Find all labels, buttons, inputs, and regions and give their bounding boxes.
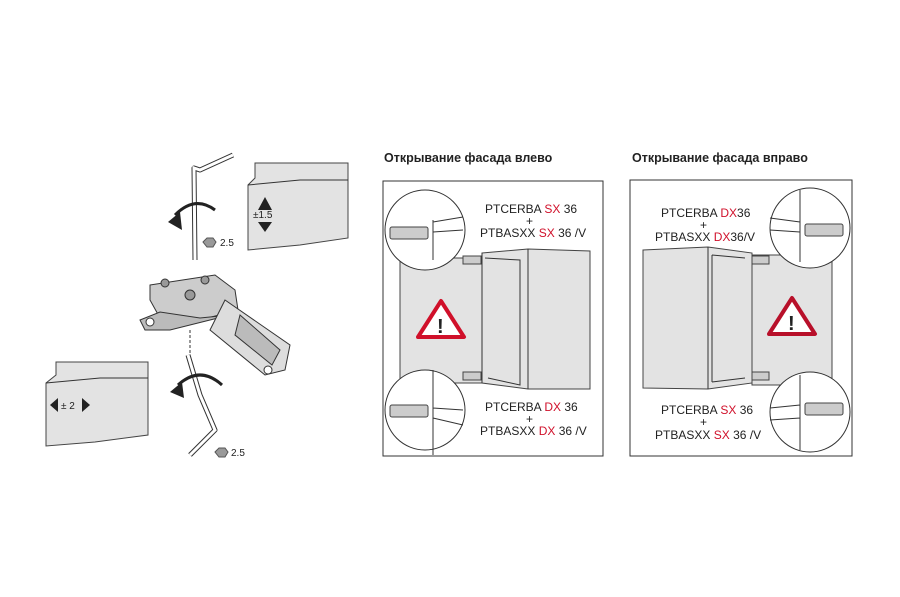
- door-vertical-adjust: ±1.5: [247, 162, 349, 251]
- svg-text:!: !: [437, 316, 444, 338]
- base-code-top: PTBASXX DX36/V: [655, 230, 755, 244]
- arrow-right-icon: [82, 398, 90, 412]
- hinge-illustration: [139, 274, 291, 376]
- rotate-arrow-icon: [176, 373, 224, 387]
- model-code-bottom: PTCERBA SX 36: [661, 403, 753, 417]
- panel-title: Открывание фасада влево: [384, 151, 553, 165]
- plus-sign: +: [526, 214, 533, 228]
- door-horizontal-adjust: ± 2: [45, 361, 149, 447]
- rotate-arrow-icon: [173, 202, 216, 217]
- left-opening-panel: Открывание фасада влево ! PTCERBA SX 36 …: [382, 151, 604, 457]
- hex-size-top: 2.5: [220, 238, 234, 249]
- warning-icon: !: [767, 296, 817, 336]
- base-code-bottom: PTBASXX DX 36 /V: [480, 424, 587, 438]
- plus-sign: +: [526, 412, 533, 426]
- arrow-down-icon: [258, 222, 272, 232]
- plus-sign: +: [700, 415, 707, 429]
- hex-size-bottom: 2.5: [231, 448, 245, 459]
- model-code-top: PTCERBA SX 36: [485, 202, 577, 216]
- right-opening-panel: Открывание фасада вправо ! PTCERBA DX36 …: [629, 151, 853, 457]
- horizontal-adjust-label: ± 2: [61, 401, 75, 412]
- arrow-up-icon: [258, 197, 272, 210]
- model-code-bottom: PTCERBA DX 36: [485, 400, 578, 414]
- warning-icon: !: [416, 299, 466, 339]
- plus-sign: +: [700, 218, 707, 232]
- svg-text:!: !: [788, 313, 795, 335]
- hex-icon: [202, 237, 217, 248]
- base-code-top: PTBASXX SX 36 /V: [480, 226, 586, 240]
- panel-title: Открывание фасада вправо: [632, 151, 808, 165]
- adjustment-illustration: ±1.5 2.5 2.5: [45, 152, 349, 459]
- hex-icon: [214, 447, 229, 458]
- arrow-left-icon: [50, 398, 58, 412]
- base-code-bottom: PTBASXX SX 36 /V: [655, 428, 761, 442]
- vertical-adjust-label: ±1.5: [253, 210, 273, 221]
- model-code-top: PTCERBA DX36: [661, 206, 751, 220]
